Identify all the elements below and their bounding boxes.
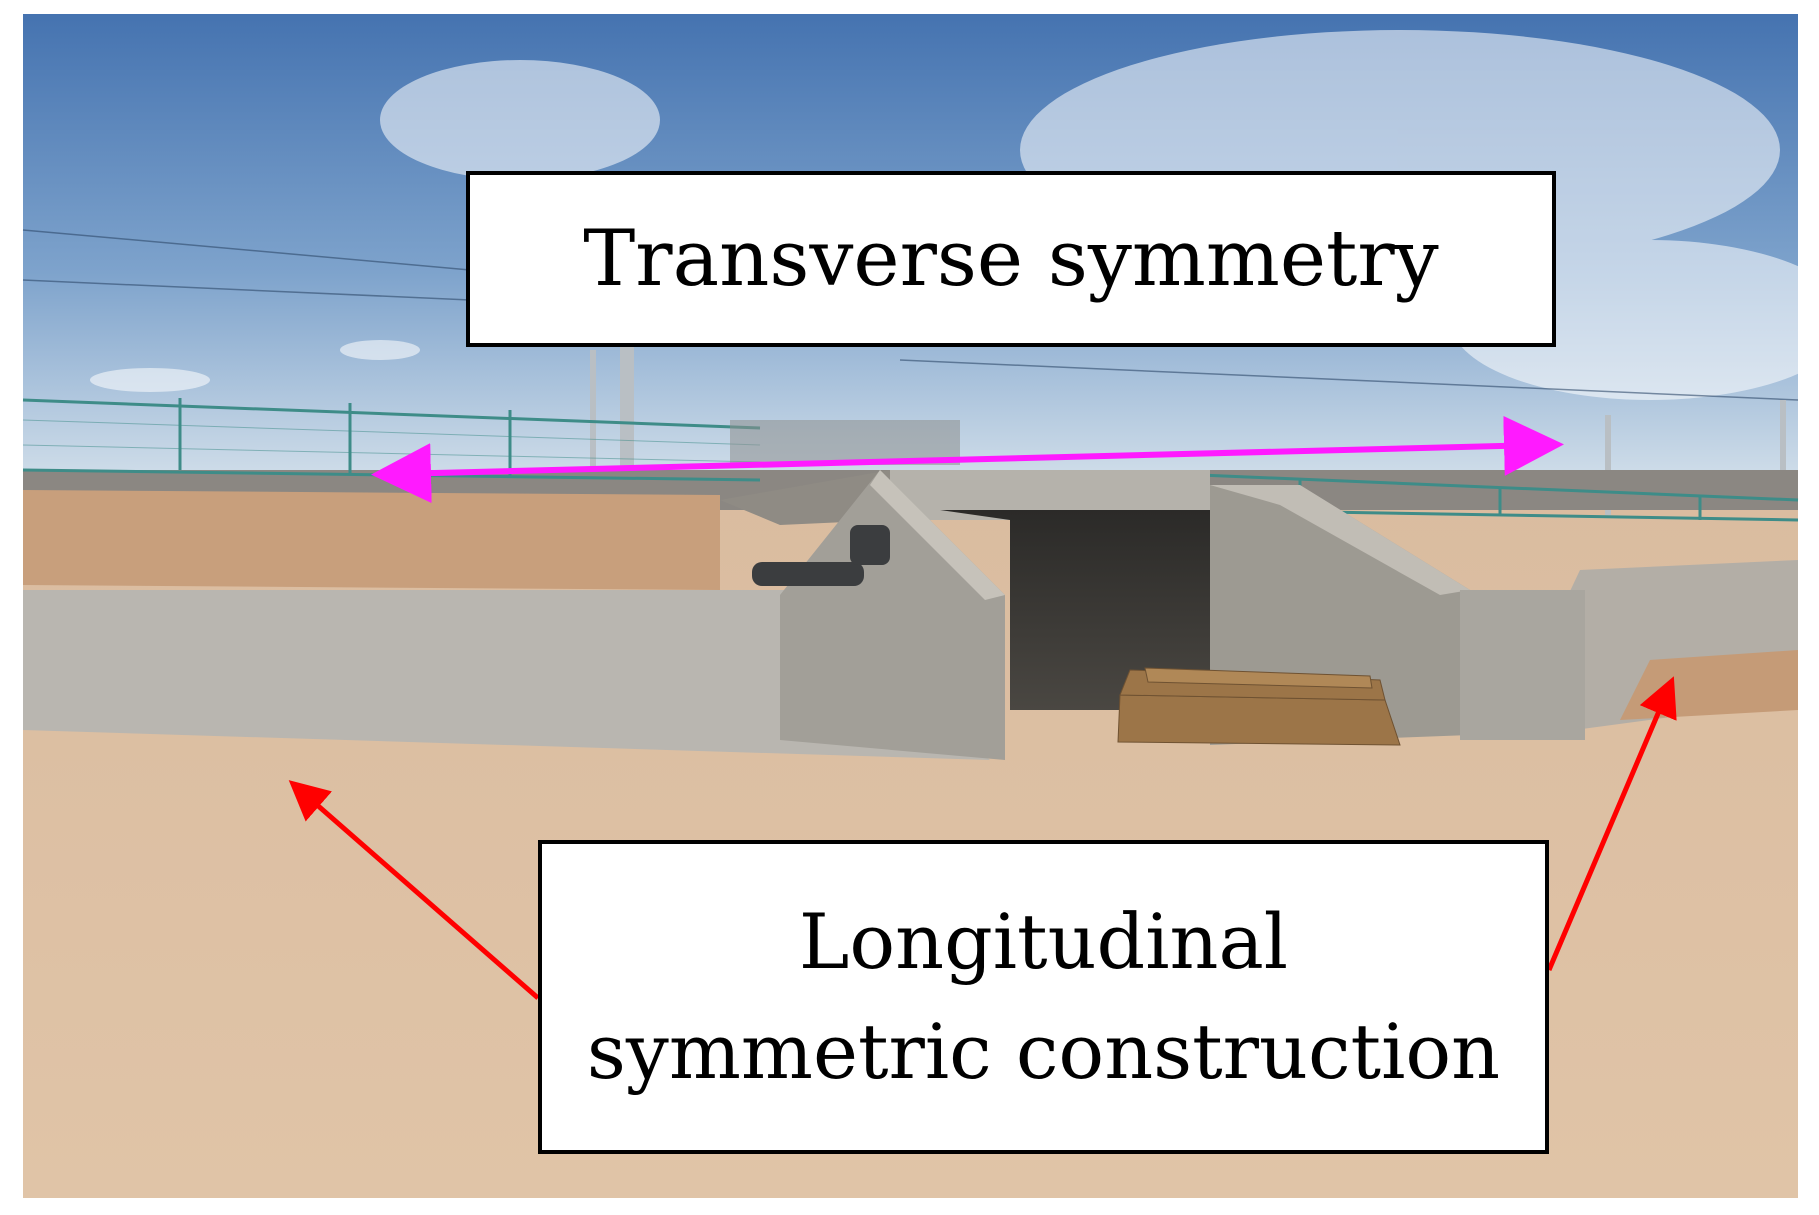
transverse-symmetry-label: Transverse symmetry [466,171,1556,347]
soil-slope [23,490,720,590]
longitudinal-text-line2: symmetric construction [586,1007,1501,1096]
left-red-arrow [288,780,540,1000]
longitudinal-text-line1: Longitudinal [798,896,1289,986]
rolled-pipes [752,525,890,586]
longitudinal-construction-label: Longitudinal symmetric construction [538,840,1549,1154]
clouds [90,30,1819,400]
transverse-text: Transverse symmetry [583,214,1439,304]
culvert-opening [940,510,1210,710]
right-red-arrow [1546,676,1677,971]
transverse-arrow [371,415,1564,504]
timber-stack [1117,667,1401,746]
power-lines [22,229,1799,401]
gravel-slope-left [23,590,990,760]
